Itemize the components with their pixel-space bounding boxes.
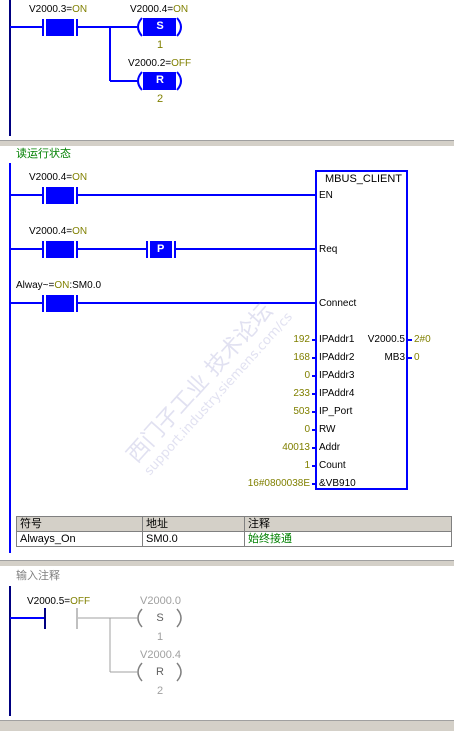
- coil-symbol: S: [156, 20, 164, 32]
- coil-count: 1: [156, 631, 164, 643]
- network-comment[interactable]: 读运行状态: [16, 148, 71, 160]
- contact-address: V2000.3: [29, 4, 67, 15]
- contact-no[interactable]: [42, 19, 78, 36]
- input-pin-label: IPAddr4: [319, 388, 355, 399]
- contact-label[interactable]: V2000.3=ON: [29, 4, 88, 15]
- contact-address: V2000.5: [27, 596, 65, 607]
- input-value[interactable]: 0: [304, 370, 310, 381]
- coil-count: 2: [156, 685, 164, 697]
- input-value[interactable]: 1: [304, 460, 310, 471]
- contact-label[interactable]: V2000.5=OFF: [27, 596, 91, 607]
- coil-reset[interactable]: [137, 662, 182, 682]
- symbol-table: 符号 地址 注释 Always_On SM0.0 始终接通: [16, 516, 452, 547]
- coil-set-label[interactable]: V2000.4=ON: [130, 4, 189, 15]
- input-value[interactable]: 168: [293, 352, 310, 363]
- contact-address: V2000.4: [29, 172, 67, 183]
- input-value[interactable]: 0: [304, 424, 310, 435]
- output-pin-label: MB3: [384, 352, 405, 363]
- ladder-network-2: [10, 170, 412, 490]
- input-pin-label: IPAddr1: [319, 334, 355, 345]
- contact-state: ON: [72, 4, 88, 15]
- network-separator: [0, 720, 454, 731]
- input-pin-label: &VB910: [319, 478, 356, 489]
- input-value[interactable]: 233: [293, 388, 310, 399]
- coil-count: 1: [156, 39, 164, 51]
- coil-set[interactable]: [137, 608, 182, 628]
- coil-count: 2: [156, 93, 164, 105]
- input-value[interactable]: 40013: [282, 442, 310, 453]
- contact-address-suffix: :SM0.0: [69, 280, 102, 291]
- network-separator: [0, 560, 454, 566]
- table-cell[interactable]: 始终接通: [244, 531, 452, 547]
- coil-reset-label[interactable]: V2000.2=OFF: [128, 58, 192, 69]
- function-block-box[interactable]: [315, 170, 408, 490]
- coil-address[interactable]: V2000.4: [140, 649, 181, 661]
- coil-set[interactable]: [137, 17, 182, 37]
- connect-pin-label: Connect: [319, 298, 357, 309]
- input-pin-label: IPAddr3: [319, 370, 355, 381]
- coil-address: V2000.4: [130, 4, 168, 15]
- network-separator: [0, 140, 454, 146]
- contact-address: Alway~: [16, 280, 49, 291]
- contact-label[interactable]: Alway~=ON:SM0.0: [16, 280, 102, 291]
- contact-no[interactable]: [42, 241, 78, 258]
- contact-state: OFF: [70, 596, 91, 607]
- contact-no[interactable]: [42, 295, 78, 312]
- table-header-row: 符号 地址 注释: [16, 516, 452, 532]
- coil-state: OFF: [171, 58, 192, 69]
- input-value[interactable]: 503: [293, 406, 310, 417]
- coil-symbol: R: [156, 74, 164, 86]
- coil-address: V2000.2: [128, 58, 166, 69]
- table-cell[interactable]: Always_On: [16, 531, 143, 547]
- coil-reset[interactable]: [137, 71, 182, 91]
- input-pin-label: IP_Port: [319, 406, 353, 417]
- input-pin-label: Count: [319, 460, 346, 471]
- contact-state: ON: [72, 226, 88, 237]
- input-pin-label: Addr: [319, 442, 341, 453]
- power-rail: [9, 163, 11, 553]
- contact-label[interactable]: V2000.4=ON: [29, 226, 88, 237]
- contact-no[interactable]: [42, 187, 78, 204]
- contact-state: ON: [72, 172, 88, 183]
- req-pin-label: Req: [319, 244, 338, 255]
- power-rail: [9, 0, 11, 136]
- table-header[interactable]: 注释: [244, 516, 452, 532]
- coil-symbol: R: [156, 666, 164, 678]
- contact-state: ON: [54, 280, 70, 291]
- table-header[interactable]: 符号: [16, 516, 143, 532]
- edge-symbol: P: [157, 243, 165, 255]
- positive-edge-contact[interactable]: [146, 241, 176, 258]
- coil-symbol: S: [156, 612, 164, 624]
- contact-label[interactable]: V2000.4=ON: [29, 172, 88, 183]
- input-value[interactable]: 16#0800038E: [247, 478, 310, 489]
- input-pin-label: IPAddr2: [319, 352, 355, 363]
- table-row[interactable]: Always_On SM0.0 始终接通: [16, 531, 452, 547]
- power-rail: [9, 586, 11, 716]
- coil-address[interactable]: V2000.0: [140, 595, 181, 607]
- contact-no[interactable]: [44, 608, 78, 629]
- output-pin-label: V2000.5: [367, 334, 405, 345]
- contact-address: V2000.4: [29, 226, 67, 237]
- coil-state: ON: [173, 4, 189, 15]
- table-cell[interactable]: SM0.0: [142, 531, 245, 547]
- ladder-network-3: [10, 608, 182, 682]
- function-block-name[interactable]: MBUS_CLIENT: [325, 173, 403, 185]
- output-value[interactable]: 2#0: [414, 334, 431, 345]
- input-value[interactable]: 192: [293, 334, 310, 345]
- output-value[interactable]: 0: [414, 352, 420, 363]
- en-pin-label: EN: [319, 190, 333, 201]
- input-pin-label: RW: [319, 424, 336, 435]
- network-comment[interactable]: 输入注释: [16, 570, 60, 582]
- table-header[interactable]: 地址: [142, 516, 245, 532]
- ladder-network-1: [10, 17, 182, 91]
